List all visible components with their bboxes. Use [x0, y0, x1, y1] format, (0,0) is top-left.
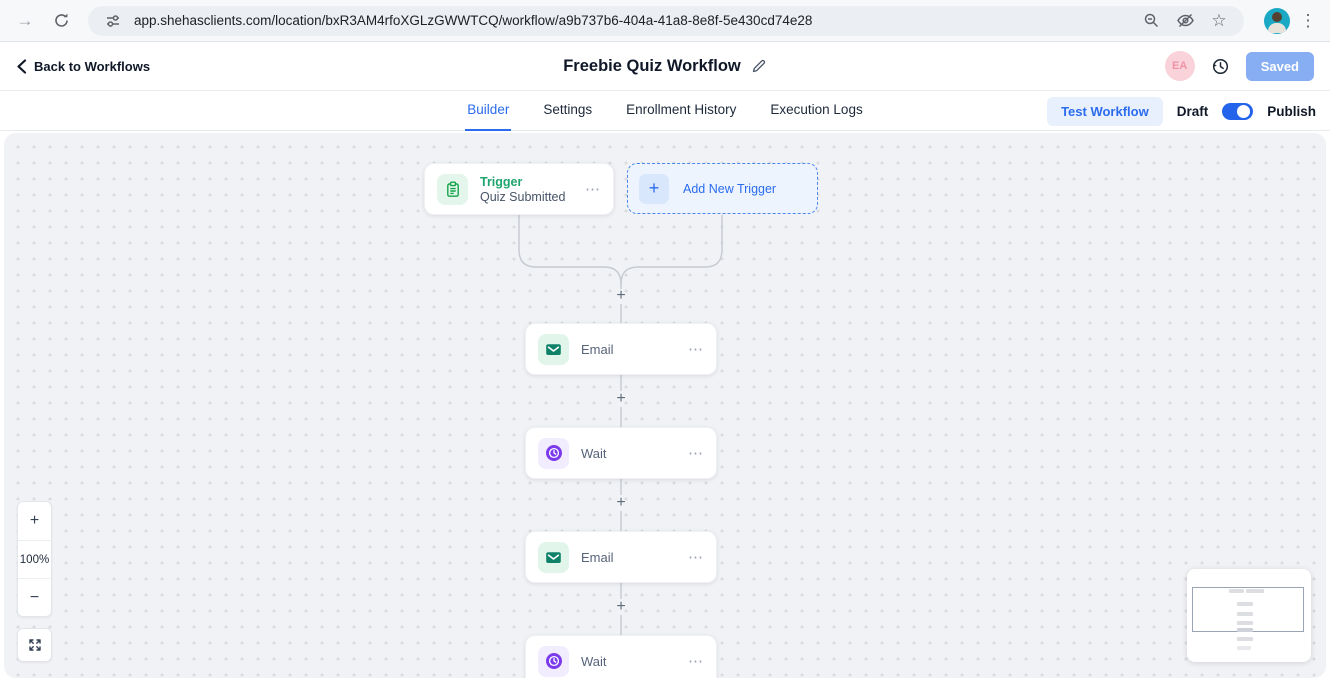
workflow-header: Back to Workflows Freebie Quiz Workflow … — [0, 42, 1330, 91]
browser-toolbar: → app.shehasclients.com/location/bxR3AM4… — [0, 0, 1330, 42]
browser-menu-icon[interactable]: ⋮ — [1299, 10, 1317, 30]
action-node-wait-2[interactable]: Wait ⋯ — [525, 635, 717, 678]
minimap-node — [1237, 612, 1253, 616]
version-history-icon[interactable] — [1211, 57, 1230, 76]
connector-edges — [518, 215, 723, 635]
zoom-level: 100% — [18, 540, 51, 578]
add-trigger-plus-icon: + — [639, 173, 669, 204]
node-menu-icon[interactable]: ⋯ — [688, 653, 704, 670]
action-node-email-2[interactable]: Email ⋯ — [525, 531, 717, 583]
title-wrap: Freebie Quiz Workflow — [0, 57, 1330, 76]
trigger-subtitle: Quiz Submitted — [480, 189, 566, 204]
node-label: Email — [581, 341, 614, 357]
trigger-menu-icon[interactable]: ⋯ — [585, 181, 601, 198]
page-title: Freebie Quiz Workflow — [563, 56, 741, 75]
add-step-button[interactable]: + — [616, 494, 626, 511]
trigger-title: Trigger — [480, 174, 523, 189]
node-label: Wait — [581, 445, 607, 461]
hidden-eye-icon[interactable] — [1172, 8, 1198, 34]
add-trigger-label: Add New Trigger — [683, 181, 777, 196]
node-label: Email — [581, 549, 614, 565]
node-label: Wait — [581, 653, 607, 669]
minimap-node — [1237, 628, 1253, 632]
workflow-tab-bar: Builder Settings Enrollment History Exec… — [0, 91, 1330, 131]
url-text[interactable]: app.shehasclients.com/location/bxR3AM4rf… — [134, 13, 813, 28]
tab-execution-logs[interactable]: Execution Logs — [770, 102, 863, 117]
test-workflow-button[interactable]: Test Workflow — [1047, 96, 1163, 126]
edit-pencil-icon[interactable] — [751, 58, 767, 74]
wait-clock-icon — [538, 437, 569, 469]
add-step-button[interactable]: + — [616, 598, 626, 615]
saved-button[interactable]: Saved — [1245, 51, 1314, 81]
back-label: Back to Workflows — [34, 58, 151, 74]
trigger-node[interactable]: Trigger Quiz Submitted ⋯ — [424, 163, 614, 215]
minimap-node — [1237, 621, 1253, 625]
email-icon — [538, 541, 569, 573]
forward-icon[interactable]: → — [16, 10, 34, 30]
site-settings-icon[interactable] — [100, 8, 126, 34]
avatar-head-shape — [1272, 11, 1282, 22]
zoom-out-button[interactable]: − — [18, 578, 51, 616]
fullscreen-button[interactable] — [17, 628, 52, 662]
minimap-node — [1237, 602, 1253, 606]
tab-settings[interactable]: Settings — [543, 102, 593, 117]
node-menu-icon[interactable]: ⋯ — [688, 549, 704, 566]
minimap-node — [1237, 637, 1253, 641]
trigger-texts: Trigger Quiz Submitted — [480, 175, 573, 204]
expand-icon — [28, 639, 41, 651]
add-step-button[interactable]: + — [616, 287, 626, 304]
publish-label: Publish — [1267, 103, 1316, 119]
add-step-button[interactable]: + — [616, 390, 626, 407]
minimap-viewport[interactable] — [1192, 587, 1304, 632]
tab-enrollment-history[interactable]: Enrollment History — [626, 102, 737, 117]
url-bar[interactable]: app.shehasclients.com/location/bxR3AM4rf… — [88, 5, 1244, 36]
tab-builder[interactable]: Builder — [465, 91, 512, 131]
minimap-node — [1246, 589, 1264, 593]
avatar-body-shape — [1268, 22, 1286, 33]
draft-label: Draft — [1176, 103, 1209, 119]
zoom-in-button[interactable]: + — [29, 512, 40, 529]
bookmark-star-icon[interactable]: ☆ — [1211, 10, 1227, 30]
reload-icon[interactable] — [46, 6, 76, 36]
toggle-knob — [1237, 104, 1251, 118]
node-menu-icon[interactable]: ⋯ — [688, 341, 704, 358]
wait-clock-icon — [538, 645, 569, 677]
zoom-controls: + 100% − — [17, 501, 52, 617]
publish-toggle[interactable] — [1222, 102, 1254, 120]
workflow-canvas[interactable]: Trigger Quiz Submitted ⋯ + Add New Trigg… — [4, 133, 1326, 678]
action-node-email-1[interactable]: Email ⋯ — [525, 323, 717, 375]
add-new-trigger-button[interactable]: + Add New Trigger — [627, 163, 818, 214]
chevron-left-icon — [17, 58, 27, 74]
browser-profile-avatar[interactable] — [1264, 7, 1290, 34]
tab-row-right-controls: Test Workflow Draft Publish — [1047, 91, 1316, 131]
minimap[interactable] — [1187, 569, 1311, 662]
email-icon — [538, 333, 569, 365]
minimap-node — [1229, 589, 1244, 593]
back-to-workflows-link[interactable]: Back to Workflows — [16, 59, 150, 74]
minimap-node — [1237, 646, 1251, 650]
trigger-clipboard-icon — [437, 173, 468, 205]
zoom-page-icon[interactable] — [1138, 8, 1164, 34]
node-menu-icon[interactable]: ⋯ — [688, 445, 704, 462]
action-node-wait-1[interactable]: Wait ⋯ — [525, 427, 717, 479]
header-right-controls: EA Saved — [1164, 51, 1314, 81]
user-avatar[interactable]: EA — [1164, 51, 1195, 81]
